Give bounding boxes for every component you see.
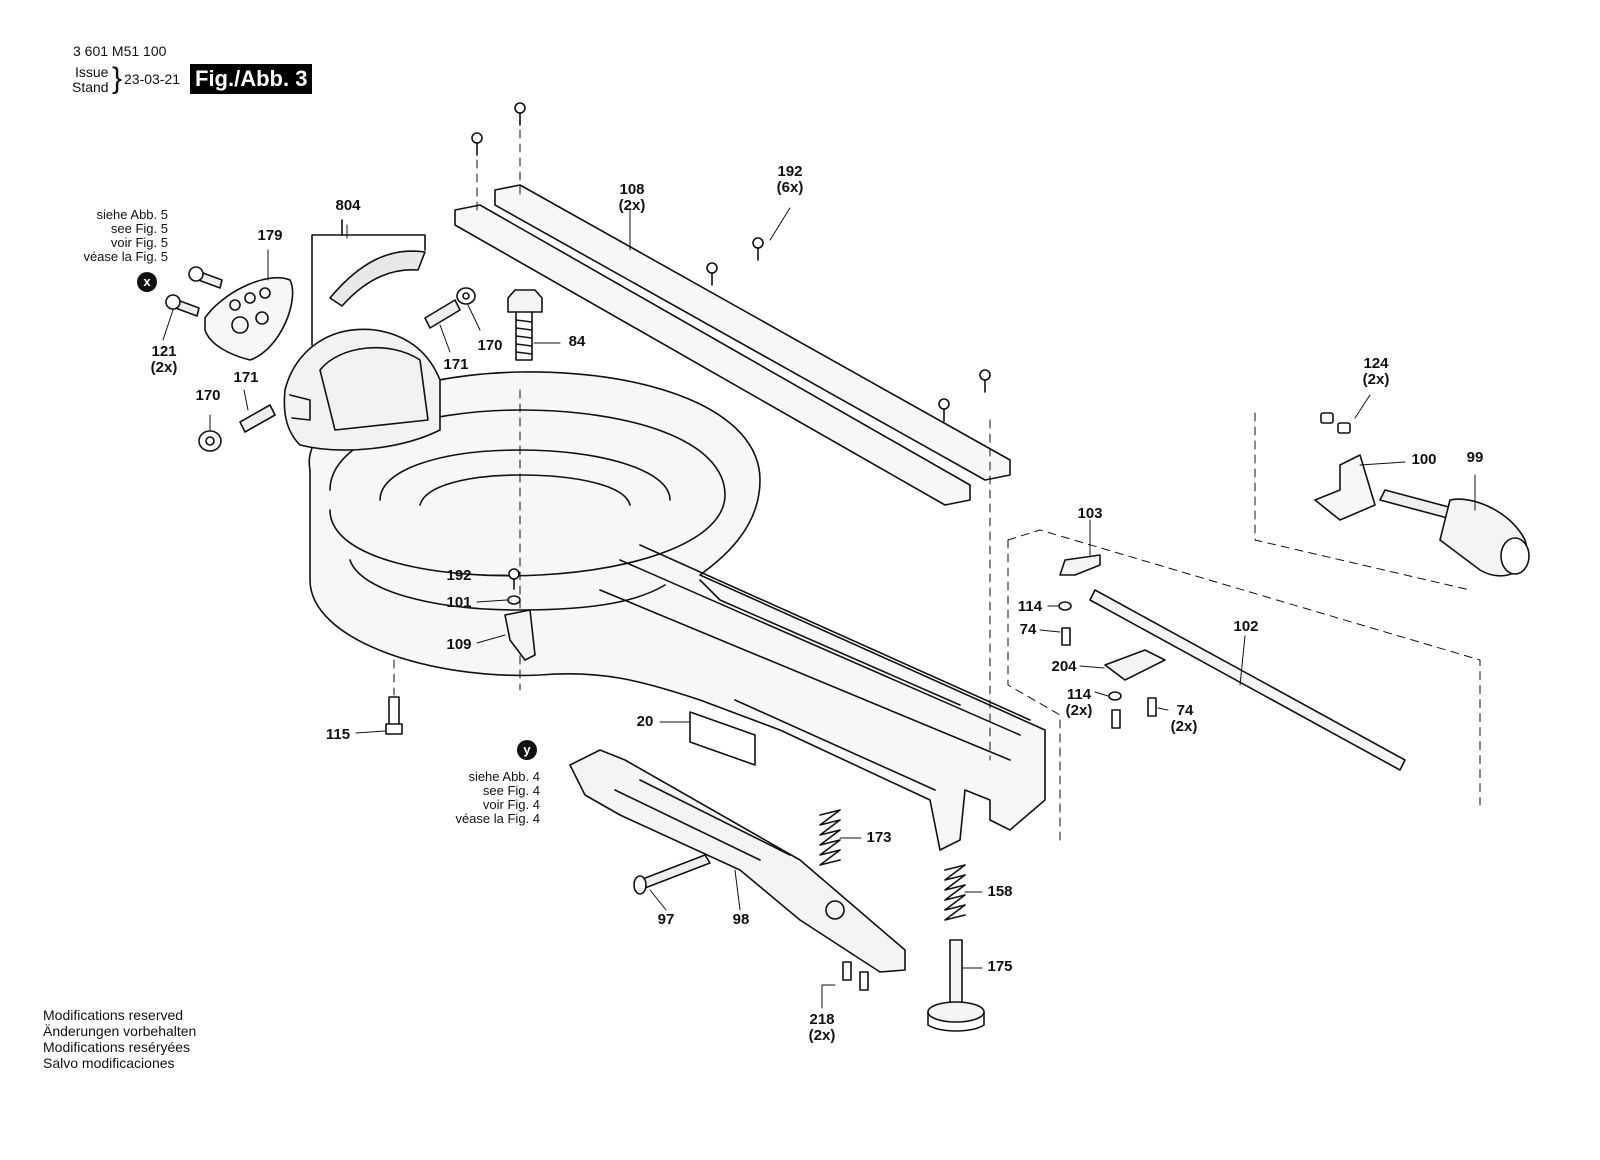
callout-170-lower: 170 [195, 387, 221, 404]
callout-192-top-qty: (6x) [776, 179, 804, 196]
issue-date: 23-03-21 [124, 71, 181, 87]
callout-114-upper: 114 [1017, 598, 1043, 615]
reference-x-line: siehe Abb. 5 [96, 207, 168, 222]
issue-label: Issue [75, 64, 109, 80]
callout-101: 101 [446, 594, 472, 611]
callout-121: 121 [151, 343, 177, 360]
bolt-84 [507, 289, 543, 361]
bevel-housing [283, 328, 441, 451]
screws-218 [842, 961, 869, 991]
callout-171-lower: 171 [233, 369, 259, 386]
callout-109: 109 [446, 636, 472, 653]
callout-171-upper: 171 [443, 356, 469, 373]
spring-173 [819, 809, 841, 866]
callout-74-lower: 74 [1176, 702, 1194, 719]
bracket-103 [1058, 554, 1101, 646]
callout-114-lower: 114 [1066, 686, 1092, 703]
reference-x-line: véase la Fig. 5 [83, 249, 168, 264]
adjuster-175 [927, 939, 985, 1032]
callout-74-upper: 74 [1019, 621, 1037, 638]
callout-98: 98 [732, 911, 750, 928]
callout-804: 804 [335, 197, 361, 214]
screws-192 [471, 102, 991, 590]
callout-99: 99 [1466, 449, 1484, 466]
callout-124: 124 [1363, 355, 1389, 372]
issue-brace: } [112, 62, 123, 95]
scale-plate [311, 219, 426, 346]
callout-218: 218 [809, 1011, 835, 1028]
callout-175: 175 [987, 958, 1013, 975]
leader-lines [162, 207, 1476, 1009]
part-number: 3 601 M51 100 [73, 43, 167, 59]
callout-20: 20 [636, 713, 654, 730]
handle-assembly [1314, 412, 1530, 577]
callout-158: 158 [987, 883, 1013, 900]
fence-bars [454, 184, 1011, 506]
bolts-121 [165, 266, 223, 317]
reference-y-line: siehe Abb. 4 [468, 769, 540, 784]
reference-y-marker: y [517, 740, 537, 760]
callout-103: 103 [1077, 505, 1103, 522]
callout-115: 115 [325, 726, 351, 743]
lever-98 [569, 749, 906, 973]
figure-title: Fig./Abb. 3 [190, 64, 313, 94]
reference-x-line: see Fig. 5 [110, 221, 168, 236]
base-table [308, 371, 1046, 851]
callout-108-qty: (2x) [618, 197, 646, 214]
spring-158 [944, 864, 966, 921]
callout-102: 102 [1233, 618, 1259, 635]
nuts-170 [198, 287, 476, 452]
callout-121-qty: (2x) [150, 359, 178, 376]
dashed-guides [393, 129, 1481, 841]
stand-label: Stand [72, 79, 109, 95]
reference-y-line: see Fig. 4 [482, 783, 540, 798]
callout-218-qty: (2x) [808, 1027, 836, 1044]
reference-y-line: voir Fig. 4 [482, 797, 540, 812]
rod-102 [1089, 589, 1406, 771]
callout-170-upper: 170 [477, 337, 503, 354]
callout-173: 173 [866, 829, 892, 846]
reference-x-notes: siehe Abb. 5 see Fig. 5 voir Fig. 5 véas… [70, 208, 168, 264]
callout-114-lower-qty: (2x) [1065, 702, 1093, 719]
callout-84: 84 [568, 333, 586, 350]
callout-97: 97 [657, 911, 675, 928]
modifications-line: Modifications reséryées [43, 1039, 191, 1055]
callout-179: 179 [257, 227, 283, 244]
callout-192-base: 192 [446, 567, 472, 584]
callout-100: 100 [1411, 451, 1437, 468]
reference-y-line: véase la Fig. 4 [455, 811, 540, 826]
bracket-204 [1104, 649, 1166, 729]
callout-192-top: 192 [777, 163, 803, 180]
callout-124-qty: (2x) [1362, 371, 1390, 388]
reference-x-line: voir Fig. 5 [110, 235, 168, 250]
reference-y-notes: siehe Abb. 4 see Fig. 4 voir Fig. 4 véas… [440, 770, 540, 826]
screws-171 [239, 299, 461, 433]
modifications-line: Salvo modificaciones [43, 1055, 175, 1071]
callout-204: 204 [1051, 658, 1077, 675]
modifications-notice: Modifications reserved Änderungen vorbeh… [43, 1007, 196, 1071]
bolt-115 [385, 696, 403, 735]
modifications-line: Modifications reserved [43, 1007, 184, 1023]
modifications-line: Änderungen vorbehalten [43, 1023, 197, 1039]
plate-179 [204, 276, 294, 361]
reference-x-marker: x [137, 272, 157, 292]
label-20 [689, 711, 756, 766]
callout-74-lower-qty: (2x) [1170, 718, 1198, 735]
callout-108: 108 [619, 181, 645, 198]
clip-109 [504, 595, 536, 661]
